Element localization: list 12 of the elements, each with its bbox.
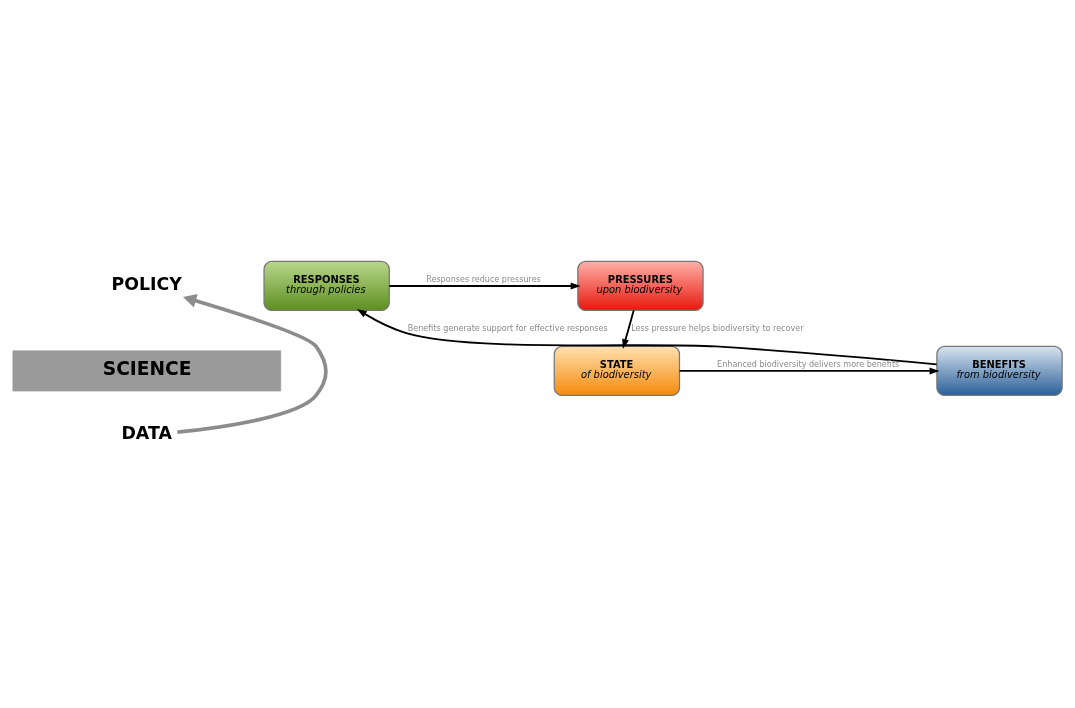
arrow	[356, 308, 938, 365]
node-box: STATE of biodiversity	[553, 345, 681, 396]
node-text: DATA	[121, 422, 172, 443]
node-text: POLICY	[111, 273, 182, 294]
node-box: RESPONSES through policies	[263, 260, 390, 311]
arrow	[622, 309, 635, 349]
arrow	[177, 293, 328, 434]
arrow	[678, 366, 940, 374]
node-box: SCIENCE	[12, 349, 282, 391]
arrow	[388, 282, 581, 289]
node-box: PRESSURES upon biodiversity	[577, 260, 704, 311]
node-box: BENEFITS from biodiversity	[936, 345, 1063, 396]
